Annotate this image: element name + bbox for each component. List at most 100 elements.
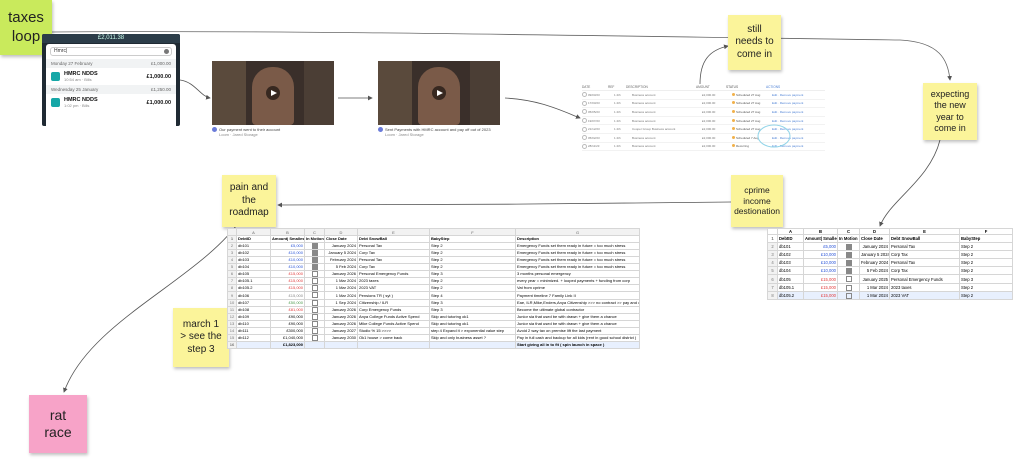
header-cell[interactable]: BabyStep — [429, 234, 516, 244]
cell-amount[interactable]: £10,000 — [270, 263, 305, 272]
cell-description[interactable]: Become the ultimate global contractor — [515, 305, 640, 314]
cell-close-date[interactable]: 5 Feb 2024 — [859, 266, 890, 276]
header-cell[interactable]: Debt SnowBall — [889, 233, 960, 244]
cell-close-date[interactable]: 1 Mar 2024 — [859, 282, 890, 292]
row-checkbox[interactable] — [582, 118, 588, 124]
cell-debt-id[interactable]: db106 — [236, 291, 271, 300]
row-checkbox[interactable] — [582, 135, 588, 141]
cell-debt-snowball[interactable]: Personal Tax — [357, 242, 430, 251]
cell-amount[interactable]: £15,000 — [803, 290, 838, 300]
cell-debt-snowball[interactable]: Anya College Funds Active Spend — [357, 312, 430, 321]
cell-close-date[interactable]: January 5 2024 — [324, 249, 358, 258]
cell-close-date[interactable]: January 2030 — [324, 333, 358, 342]
cell-close-date[interactable]: 1 Mar 2024 — [859, 290, 890, 300]
cell-debt-id[interactable]: db112 — [236, 333, 271, 342]
cell-babystep[interactable]: Skip and tutoring ok1 — [429, 312, 516, 321]
payment-actions[interactable]: Edit · Remove payment — [772, 144, 804, 149]
cell-in-motion[interactable] — [304, 298, 325, 307]
cell-debt-snowball[interactable]: Studio % 15 >>>> — [357, 326, 430, 335]
cell-amount[interactable]: £10,000 — [270, 249, 305, 258]
column-letter[interactable]: F — [429, 228, 516, 236]
cell-babystep[interactable]: Skip and only business asset ? — [429, 333, 516, 342]
cell-amount[interactable]: £15,000 — [803, 282, 838, 292]
cell-babystep[interactable]: Step 2 — [959, 258, 1013, 268]
cell-babystep[interactable]: Step 2 — [429, 249, 516, 258]
cell-in-motion[interactable] — [304, 291, 325, 300]
payment-actions[interactable]: Edit · Remove payment — [772, 101, 804, 106]
sticky-rat-race[interactable]: rat race — [29, 395, 87, 453]
cell-description[interactable]: Junior sia that used be with drawn + giv… — [515, 312, 640, 321]
cell-amount[interactable]: £10,000 — [803, 258, 838, 268]
cell-debt-id[interactable]: db105 — [236, 270, 271, 279]
cell-in-motion[interactable] — [837, 282, 860, 292]
cell-amount[interactable]: £90,000 — [270, 312, 305, 321]
cell-description[interactable]: Emergency Funds set them ready in future… — [515, 263, 640, 272]
cell-in-motion[interactable] — [304, 263, 325, 272]
cell-in-motion[interactable] — [837, 250, 860, 260]
checkbox[interactable] — [845, 268, 852, 274]
checkbox[interactable] — [311, 264, 318, 270]
payment-actions[interactable]: Edit · Remove payment — [772, 127, 804, 132]
cell-in-motion[interactable] — [304, 270, 325, 279]
payment-actions[interactable]: Edit · Remove payment — [772, 92, 804, 97]
cell-amount[interactable]: £15,000 — [803, 274, 838, 284]
play-icon[interactable] — [432, 86, 446, 100]
column-letter[interactable]: D — [324, 228, 358, 236]
cell-in-motion[interactable] — [304, 277, 325, 286]
header-cell[interactable]: Amount| Smallest | — [270, 234, 305, 244]
cell-debt-id[interactable]: db111 — [236, 326, 271, 335]
cell-in-motion[interactable] — [304, 249, 325, 258]
cell-amount[interactable]: £15,000 — [270, 291, 305, 300]
cell-debt-snowball[interactable]: Pensions TR ( syt ) — [357, 291, 430, 300]
cell-debt-id[interactable]: db110 — [236, 319, 271, 328]
checkbox[interactable] — [845, 276, 852, 283]
cell-close-date[interactable]: January 2027 — [324, 326, 358, 335]
cell-babystep[interactable]: Step 2 — [429, 284, 516, 293]
cell-description[interactable]: Eae, ILR,Mike,Enders,Anya Citizenship >>… — [515, 298, 640, 307]
checkbox[interactable] — [311, 300, 318, 306]
cell-debt-snowball[interactable]: Personal Tax — [889, 258, 960, 268]
cell-amount[interactable]: £5,000 — [270, 242, 305, 251]
cell-in-motion[interactable] — [304, 333, 325, 342]
header-cell[interactable]: BabyStep — [959, 233, 1013, 244]
cell-amount[interactable]: £50,000 — [270, 298, 305, 307]
column-letter[interactable]: E — [357, 228, 430, 236]
cell-debt-snowball[interactable]: 2023 VAT — [889, 290, 960, 300]
checkbox[interactable] — [845, 252, 852, 258]
header-cell[interactable]: In Motion — [304, 234, 325, 244]
cell-debt-id[interactable]: db105.1 — [236, 277, 271, 286]
checkbox[interactable] — [311, 278, 318, 284]
checkbox[interactable] — [845, 284, 852, 291]
cell-in-motion[interactable] — [304, 319, 325, 328]
sticky-expecting[interactable]: expecting the new year to come in — [923, 83, 977, 140]
header-cell[interactable]: Debt SnowBall — [357, 234, 430, 244]
cell-empty[interactable] — [357, 340, 430, 349]
play-icon[interactable] — [266, 86, 280, 100]
checkbox[interactable] — [311, 335, 318, 341]
cell-in-motion[interactable] — [837, 266, 860, 276]
cell-amount[interactable]: £15,000 — [270, 270, 305, 279]
cell-in-motion[interactable] — [304, 256, 325, 265]
column-letter[interactable] — [227, 228, 237, 236]
cell-amount[interactable]: £90,000 — [270, 319, 305, 328]
column-letter[interactable]: C — [304, 228, 325, 236]
sticky-still-needs[interactable]: still needs to come in — [728, 15, 781, 70]
payment-actions[interactable]: Edit · Remove payment — [772, 118, 804, 123]
cell-babystep[interactable]: Step 2 — [429, 263, 516, 272]
cell-empty[interactable] — [304, 340, 325, 349]
cell-close-date[interactable]: January 2026 — [324, 312, 358, 321]
cell-description[interactable]: Emergency Funds set them ready in future… — [515, 256, 640, 265]
cell-babystep[interactable]: Step 2 — [959, 282, 1013, 292]
cell-debt-id[interactable]: db104 — [236, 263, 271, 272]
row-checkbox[interactable] — [582, 109, 588, 115]
cell-close-date[interactable]: January 2026 — [324, 270, 358, 279]
checkbox[interactable] — [311, 243, 318, 249]
cell-debt-snowball[interactable]: Personal Tax — [889, 242, 960, 252]
cell-debt-snowball[interactable]: Corp Tax — [357, 249, 430, 258]
cell-debt-snowball[interactable]: 2023 taxes — [357, 277, 430, 286]
cell-description[interactable]: Junior sia that used be with drawn + giv… — [515, 319, 640, 328]
